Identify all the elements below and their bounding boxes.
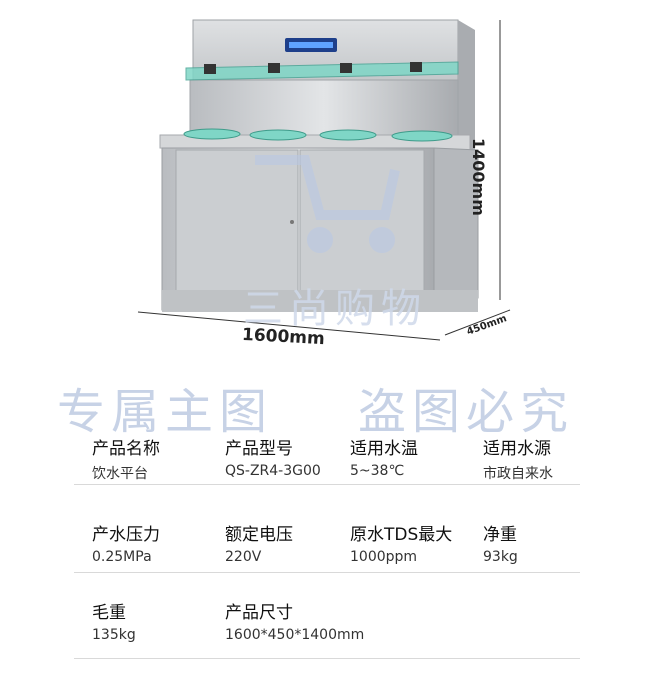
- basin-1: [183, 128, 241, 140]
- watermark-exclusive: 专属主图: [57, 384, 274, 440]
- spec-label: 适用水温: [350, 439, 418, 459]
- left-door: [175, 149, 299, 299]
- upper-side-panel: [458, 20, 475, 150]
- spec-value: 93kg: [483, 549, 518, 565]
- spec-value: 0.25MPa: [92, 549, 152, 565]
- spec-value: 135kg: [92, 627, 136, 643]
- spec-value: 饮水平台: [92, 466, 148, 482]
- watermark-no-copy: 盗图必究: [358, 384, 575, 440]
- spec-label: 产水压力: [92, 525, 160, 545]
- spec-water-temp: 适用水温 5~38℃: [350, 434, 418, 479]
- cabinet-base: [162, 290, 478, 312]
- spec-water-source: 适用水源 市政自来水: [483, 434, 553, 483]
- tap-1: [204, 64, 216, 74]
- door-lock: [290, 220, 294, 224]
- product-image-area: 1600mm 1400mm 450mm 三尚购物: [137, 19, 511, 349]
- spec-rated-voltage: 额定电压 220V: [225, 520, 293, 565]
- spec-value: 1600*450*1400mm: [225, 627, 365, 643]
- spec-product-name: 产品名称 饮水平台: [92, 434, 160, 483]
- basin-2: [249, 129, 307, 141]
- spec-label: 适用水源: [483, 439, 551, 459]
- watermark-cart-icon: [255, 155, 400, 253]
- spec-label: 额定电压: [225, 525, 293, 545]
- divider: [74, 572, 580, 573]
- basin-4: [391, 130, 453, 142]
- tap-3: [340, 63, 352, 73]
- spec-label: 原水TDS最大: [350, 525, 453, 545]
- height-dimension-label: 1400mm: [469, 138, 488, 216]
- divider: [74, 484, 580, 485]
- spec-value: 220V: [225, 549, 262, 565]
- spec-label: 净重: [483, 525, 517, 545]
- watermark-brand: 三尚购物: [243, 286, 427, 332]
- spec-net-weight: 净重 93kg: [483, 520, 518, 565]
- divider: [74, 658, 580, 659]
- tap-4: [410, 62, 422, 72]
- spec-value: 5~38℃: [350, 463, 405, 479]
- spec-value: QS-ZR4-3G00: [225, 463, 321, 479]
- water-station-illustration: [137, 19, 511, 341]
- tap-2: [268, 63, 280, 73]
- spec-water-pressure: 产水压力 0.25MPa: [92, 520, 160, 565]
- top-glass-shelf: [185, 61, 459, 81]
- spec-label: 产品名称: [92, 439, 160, 459]
- spec-label: 产品型号: [225, 439, 293, 459]
- spec-label: 产品尺寸: [225, 603, 293, 623]
- spec-max-tds: 原水TDS最大 1000ppm: [350, 520, 452, 565]
- basin-3: [319, 129, 377, 141]
- spec-value: 市政自来水: [483, 466, 553, 482]
- spec-gross-weight: 毛重 135kg: [92, 598, 136, 643]
- right-door: [299, 149, 425, 299]
- spec-model: 产品型号 QS-ZR4-3G00: [225, 434, 321, 479]
- spec-table: 产品名称 饮水平台 产品型号 QS-ZR4-3G00 适用水温 5~38℃ 适用…: [0, 420, 671, 676]
- spec-label: 毛重: [92, 603, 126, 623]
- spec-product-size: 产品尺寸 1600*450*1400mm: [225, 598, 364, 643]
- spec-value: 1000ppm: [350, 549, 418, 565]
